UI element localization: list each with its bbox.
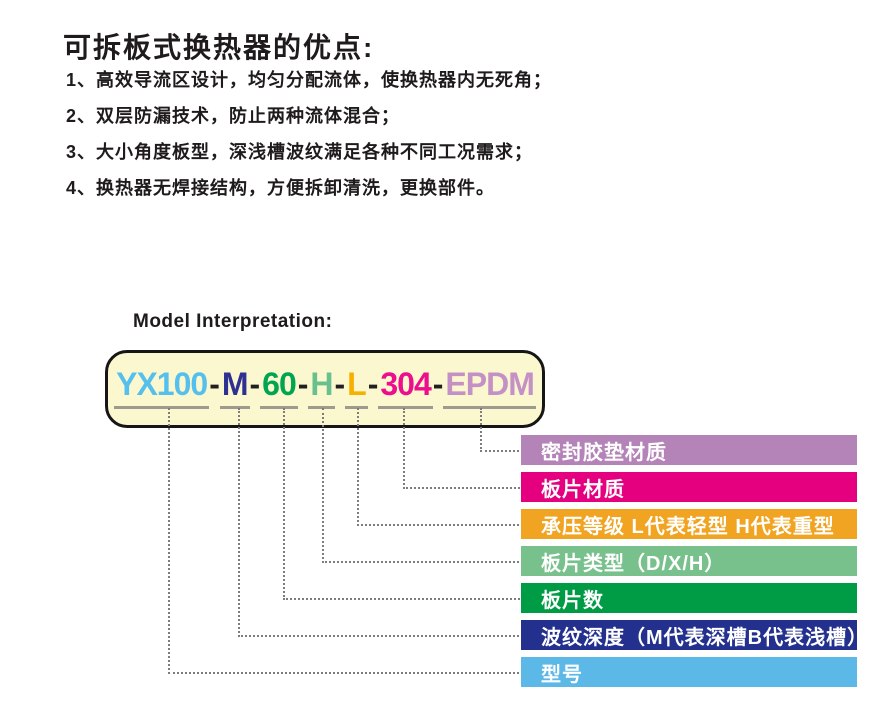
- legend-bar-pressure-grade: 承压等级 L代表轻型 H代表重型: [521, 509, 857, 539]
- legend-bar-label: 波纹深度（M代表深槽B代表浅槽）: [541, 626, 869, 649]
- legend-bar-label: 板片材质: [541, 478, 625, 501]
- connector-line-model-series: [168, 408, 523, 674]
- advantage-item: 4、换热器无焊接结构，方便拆卸清洗，更换部件。: [66, 178, 496, 198]
- code-segment-groove-depth: M: [219, 366, 250, 409]
- legend-bar-model-series: 型号: [521, 657, 857, 687]
- code-dash: -: [297, 365, 309, 402]
- code-segment-plate-material: 304: [378, 366, 433, 409]
- advantage-item: 3、大小角度板型，深浅槽波纹满足各种不同工况需求；: [66, 142, 534, 162]
- connector-line-gasket: [480, 408, 523, 452]
- connector-line-groove-depth: [238, 408, 523, 637]
- code-dash: -: [249, 365, 261, 402]
- legend-bar-gasket-material: 密封胶垫材质: [521, 435, 857, 465]
- legend-bar-label: 板片类型（D/X/H）: [541, 552, 726, 575]
- code-segment-plate-type: H: [308, 366, 335, 409]
- connector-line-pressure: [357, 408, 523, 526]
- code-segment-model-series: YX100: [114, 366, 210, 409]
- code-dash: -: [334, 365, 346, 402]
- code-dash: -: [432, 365, 444, 402]
- model-interpretation-heading: Model Interpretation:: [133, 311, 333, 332]
- code-dash: -: [367, 365, 379, 402]
- page-title: 可拆板式换热器的优点:: [63, 32, 375, 63]
- legend-bar-plate-material: 板片材质: [521, 472, 857, 502]
- model-code-box: YX100 - M - 60 - H - L - 304 - EPDM: [105, 350, 545, 428]
- code-segment-pressure-grade: L: [345, 366, 368, 409]
- connector-line-plate-material: [403, 408, 523, 489]
- legend-bar-plate-type: 板片类型（D/X/H）: [521, 546, 857, 576]
- connector-line-plate-type: [322, 408, 523, 563]
- legend-bar-groove-depth: 波纹深度（M代表深槽B代表浅槽）: [521, 620, 867, 650]
- legend-bar-plate-count: 板片数: [521, 583, 857, 613]
- code-dash: -: [209, 365, 220, 402]
- advantages-list: 1、高效导流区设计，均匀分配流体，使换热器内无死角； 2、双层防漏技术，防止两种…: [66, 62, 552, 206]
- code-segment-gasket-material: EPDM: [443, 366, 536, 409]
- model-code: YX100 - M - 60 - H - L - 304 - EPDM: [114, 366, 536, 409]
- legend-bar-label: 型号: [541, 663, 583, 686]
- legend-bar-label: 密封胶垫材质: [541, 441, 667, 464]
- legend-bar-label: 板片数: [541, 589, 604, 612]
- advantage-item: 2、双层防漏技术，防止两种流体混合；: [66, 106, 401, 126]
- code-segment-plate-count: 60: [260, 366, 298, 409]
- legend-bar-label: 承压等级 L代表轻型 H代表重型: [541, 515, 835, 538]
- connector-line-plate-count: [283, 408, 523, 600]
- advantage-item: 1、高效导流区设计，均匀分配流体，使换热器内无死角；: [66, 70, 553, 90]
